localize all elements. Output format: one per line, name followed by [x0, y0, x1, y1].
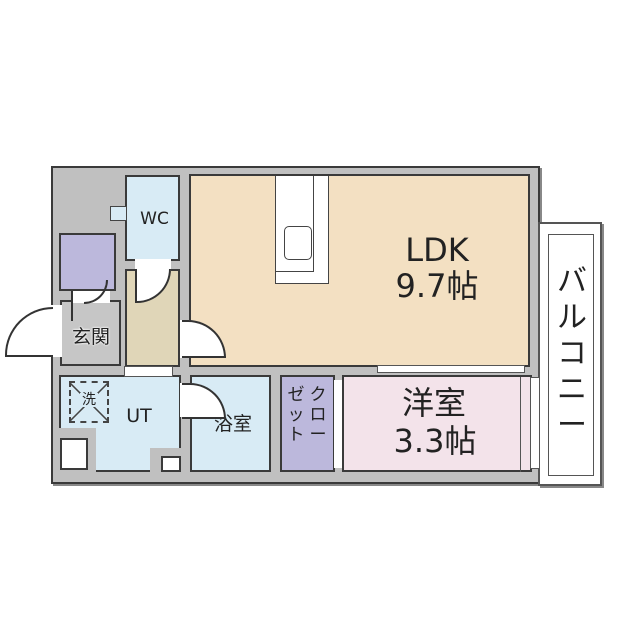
utility-door[interactable] [124, 366, 173, 377]
sink-icon [284, 226, 312, 260]
room-closet: クロー ゼット [280, 375, 335, 472]
closet-label-col1: クロー [309, 385, 327, 445]
room-entrance: 玄関 [60, 300, 121, 366]
washer-space: 洗 [69, 381, 109, 423]
window [377, 365, 525, 373]
western-label: 洋室 [401, 384, 466, 422]
wc-door[interactable] [135, 259, 171, 271]
wc-tank [110, 206, 127, 221]
balcony: バ ル コ ニ ー [538, 222, 602, 486]
western-size: 3.3帖 [393, 422, 477, 460]
front-door-swing [5, 307, 53, 357]
balcony-label: バ ル コ ニ ー [557, 264, 587, 443]
wc-label: WC [140, 209, 169, 229]
front-door[interactable] [50, 305, 62, 357]
room-wc: WC [125, 175, 180, 261]
ldk-label: LDK [405, 231, 469, 269]
bath-label: 浴室 [213, 413, 252, 435]
closet-label-col2: ゼット [287, 385, 305, 445]
utility-label: UT [126, 405, 152, 427]
room-ldk: LDK 9.7帖 [189, 174, 530, 367]
entrance-label: 玄関 [71, 326, 110, 348]
room-bath: 浴室 [190, 375, 271, 472]
ldk-size: 9.7帖 [395, 267, 479, 305]
room-western: 洋室 3.3帖 [342, 375, 532, 472]
window [530, 377, 540, 469]
kitchen-counter [275, 176, 329, 284]
closet-door[interactable] [334, 380, 344, 468]
